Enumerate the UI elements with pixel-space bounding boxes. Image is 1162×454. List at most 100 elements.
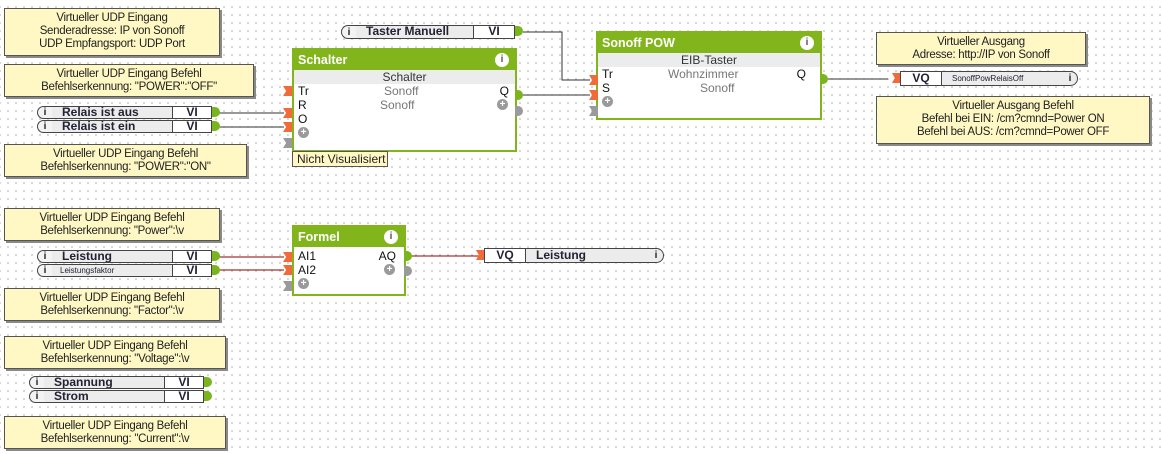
- output-port[interactable]: [204, 391, 212, 401]
- add-output-icon[interactable]: +: [497, 99, 508, 110]
- add-output-icon[interactable]: +: [384, 264, 395, 275]
- input-port-add[interactable]: [589, 106, 598, 116]
- comment-line: Virtueller Ausgang Befehl: [952, 100, 1074, 112]
- input-port-add[interactable]: [283, 138, 292, 148]
- comment-line: Virtueller UDP Eingang Befehl: [56, 68, 202, 80]
- output-port-aq[interactable]: [404, 251, 412, 261]
- info-icon[interactable]: i: [800, 36, 814, 50]
- comment-line: Befehlserkennung: "Voltage":\v: [40, 353, 190, 365]
- info-icon[interactable]: i: [1063, 71, 1078, 86]
- pin-row: Tr Sonoff Q: [294, 84, 515, 98]
- block-sonoff-pow[interactable]: Sonoff POW i EIB-Taster Tr Wohnzimmer Q …: [596, 31, 822, 120]
- comment-line: Befehlserkennung: "Power":\v: [40, 225, 184, 237]
- comment-line: Virtueller UDP Eingang: [56, 12, 168, 24]
- vi-spannung[interactable]: i Spannung VI: [29, 376, 212, 389]
- add-input-icon[interactable]: +: [602, 96, 613, 107]
- input-port-ai2[interactable]: [283, 265, 292, 275]
- comment-line: Virtueller UDP Eingang Befehl: [39, 292, 185, 304]
- info-icon[interactable]: i: [495, 53, 509, 67]
- output-port[interactable]: [212, 251, 220, 261]
- pin-row: O: [294, 112, 515, 126]
- output-port[interactable]: [212, 265, 220, 275]
- add-input-icon[interactable]: +: [298, 278, 309, 289]
- block-header[interactable]: Sonoff POW i: [598, 33, 820, 53]
- info-icon[interactable]: i: [29, 390, 44, 403]
- output-port-add[interactable]: [404, 266, 412, 276]
- block-title: Formel: [298, 230, 340, 244]
- vi-leistungsfaktor[interactable]: i Leistungsfaktor VI: [37, 264, 220, 277]
- output-port-q[interactable]: [820, 74, 828, 84]
- add-input-icon[interactable]: +: [298, 127, 309, 138]
- comment-line: Virtueller Ausgang: [937, 36, 1025, 48]
- pin-row: AI1 AQ: [294, 249, 404, 263]
- pin-value: Sonoff: [700, 81, 735, 95]
- vi-relais-ist-ein[interactable]: i Relais ist ein VI: [37, 120, 220, 133]
- output-port-add[interactable]: [515, 106, 523, 116]
- comment-line: Virtueller UDP Eingang Befehl: [42, 420, 188, 432]
- comment-line: Befehl bei EIN: /cm?cmnd=Power ON: [921, 113, 1105, 125]
- block-formel[interactable]: Formel i AI1 AQ AI2 + +: [292, 225, 406, 296]
- pin-ai2: AI2: [298, 263, 317, 277]
- pin-row: R Sonoff +: [294, 98, 515, 112]
- vi-relais-ist-aus[interactable]: i Relais ist aus VI: [37, 106, 220, 119]
- pin-value: Wohnzimmer: [668, 67, 739, 81]
- block-schalter[interactable]: Schalter i Schalter Tr Sonoff Q R Sonoff…: [292, 48, 517, 152]
- output-port[interactable]: [515, 26, 523, 36]
- output-port[interactable]: [212, 121, 220, 131]
- input-port-tr[interactable]: [283, 86, 292, 96]
- pin-row: +: [598, 95, 820, 109]
- comment-line: Befehl bei AUS: /cm?cmnd=Power OFF: [916, 126, 1110, 138]
- info-icon[interactable]: i: [37, 120, 52, 133]
- vi-name: Relais ist aus: [52, 106, 172, 119]
- vi-type: VI: [164, 376, 204, 389]
- comment-line: Virtueller UDP Eingang Befehl: [39, 212, 185, 224]
- vi-strom[interactable]: i Strom VI: [29, 390, 212, 403]
- input-port-ai1[interactable]: [283, 252, 292, 262]
- input-port-add[interactable]: [283, 281, 292, 291]
- input-port-tr[interactable]: [589, 75, 598, 85]
- output-port[interactable]: [204, 377, 212, 387]
- pin-row: AI2 +: [294, 263, 404, 277]
- comment-out-cmd: Virtueller Ausgang Befehl Befehl bei EIN…: [876, 96, 1150, 144]
- pin-row: +: [294, 277, 404, 291]
- pin-r: R: [298, 98, 307, 112]
- pin-aq: AQ: [378, 249, 396, 263]
- pin-q: Q: [499, 84, 509, 98]
- info-icon[interactable]: i: [341, 25, 356, 39]
- input-port[interactable]: [476, 250, 484, 260]
- vi-taster-manuell[interactable]: i Taster Manuell VI: [341, 25, 523, 39]
- block-subtitle: EIB-Taster: [598, 53, 820, 67]
- pin-q: Q: [796, 67, 806, 81]
- vi-name: Taster Manuell: [356, 25, 473, 39]
- comment-cmd-power: Virtueller UDP Eingang Befehl Befehlserk…: [4, 208, 220, 241]
- vq-leistung[interactable]: VQ Leistung i: [476, 248, 664, 263]
- pin-tr: Tr: [602, 67, 613, 81]
- vi-name: Leistung: [52, 250, 172, 263]
- pin-ai1: AI1: [298, 249, 317, 263]
- vq-sonoff-relais-off[interactable]: VQ SonoffPowRelaisOff i: [892, 71, 1078, 86]
- output-port[interactable]: [212, 107, 220, 117]
- info-icon[interactable]: i: [384, 230, 398, 244]
- input-port-r[interactable]: [283, 108, 292, 118]
- info-icon[interactable]: i: [37, 264, 52, 277]
- vi-type: VI: [172, 264, 212, 277]
- comment-line: Befehlserkennung: "POWER":"OFF": [41, 81, 217, 93]
- block-header[interactable]: Schalter i: [294, 50, 515, 70]
- info-icon[interactable]: i: [37, 250, 52, 263]
- vi-name: Strom: [44, 390, 164, 403]
- input-port[interactable]: [892, 73, 900, 83]
- pin-value: Sonoff: [380, 98, 415, 112]
- comment-line: Befehlserkennung: "Current":\v: [40, 433, 190, 445]
- comment-udp-header: Virtueller UDP Eingang Senderadresse: IP…: [4, 8, 220, 56]
- output-port-q[interactable]: [515, 90, 523, 100]
- input-port-s[interactable]: [589, 90, 598, 100]
- pin-row: Tr Wohnzimmer Q: [598, 67, 820, 81]
- info-icon[interactable]: i: [649, 248, 664, 263]
- vi-type: VI: [164, 390, 204, 403]
- info-icon[interactable]: i: [37, 106, 52, 119]
- input-port-o[interactable]: [283, 122, 292, 132]
- comment-cmd-current: Virtueller UDP Eingang Befehl Befehlserk…: [4, 416, 226, 449]
- info-icon[interactable]: i: [29, 376, 44, 389]
- block-header[interactable]: Formel i: [294, 227, 404, 247]
- vi-leistung[interactable]: i Leistung VI: [37, 250, 220, 263]
